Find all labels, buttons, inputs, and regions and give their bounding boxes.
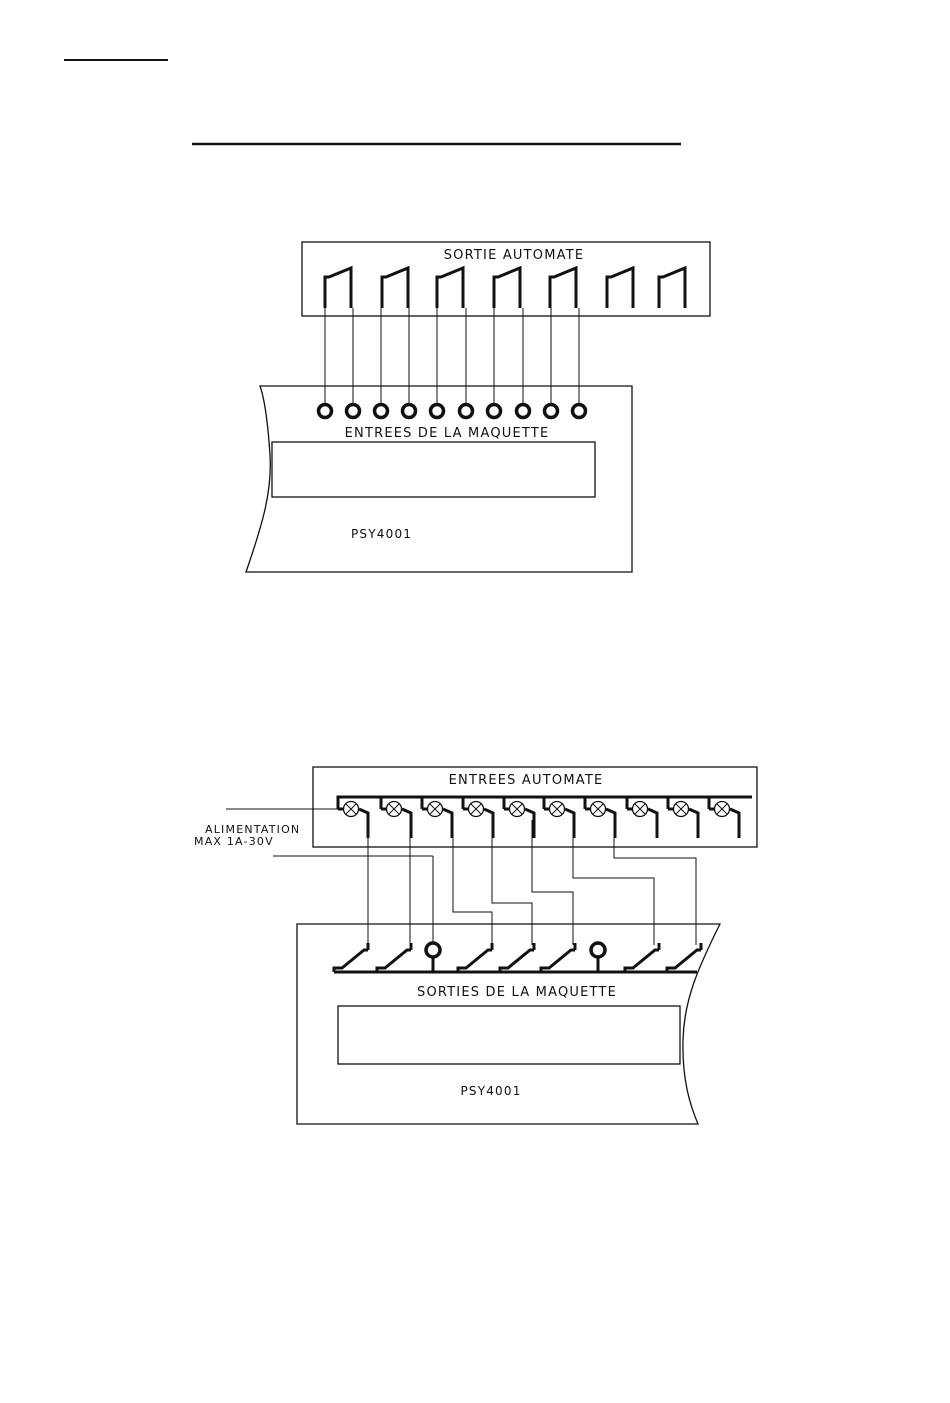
output-switch-3 [458, 950, 492, 972]
output-terminal-2 [591, 943, 605, 957]
lamp-return [443, 809, 452, 838]
power-label-line2: MAX 1A-30V [194, 835, 274, 848]
input-terminal-1 [319, 405, 332, 418]
wire-5 [492, 820, 532, 945]
model-input-terminals [319, 405, 586, 418]
output-switch-6 [625, 950, 659, 972]
lamp-return [648, 809, 657, 838]
input-terminal-7 [488, 405, 501, 418]
output-contact-3 [437, 268, 463, 308]
plc-output-label: SORTIE AUTOMATE [444, 248, 585, 263]
input-lamp-6 [544, 797, 574, 838]
output-terminal-1 [426, 943, 440, 957]
input-lamp-7 [585, 797, 615, 838]
input-lamp-2 [381, 797, 411, 838]
model-label-area-2 [338, 1006, 680, 1064]
input-terminal-9 [545, 405, 558, 418]
output-switch-1 [334, 950, 368, 972]
input-terminal-8 [517, 405, 530, 418]
lamp-return [359, 809, 368, 838]
input-lamp-1 [338, 797, 368, 838]
output-contact-6 [607, 268, 633, 308]
lamp-return [525, 809, 534, 838]
output-switch-5 [541, 950, 575, 972]
diagram-1: SORTIE AUTOMATE ENTREES DE LA MAQUETTE P… [246, 242, 710, 572]
output-switch-2 [377, 950, 411, 972]
model-label-area-1 [272, 442, 595, 497]
diagram2-wires [368, 820, 696, 945]
plc-input-label: ENTREES AUTOMATE [449, 773, 604, 788]
diagram1-wires [325, 308, 579, 405]
lamp-return [402, 809, 411, 838]
model-name-1: PSY4001 [351, 527, 412, 541]
input-terminal-6 [460, 405, 473, 418]
model-name-2: PSY4001 [460, 1084, 521, 1098]
input-terminal-2 [347, 405, 360, 418]
input-terminal-4 [403, 405, 416, 418]
model-inputs-label: ENTREES DE LA MAQUETTE [345, 426, 550, 441]
input-lamp-9 [668, 797, 698, 838]
output-contact-4 [494, 268, 520, 308]
input-lamp-8 [627, 797, 657, 838]
output-contact-1 [325, 268, 351, 308]
output-switch-7 [667, 950, 701, 972]
input-lamp-4 [463, 797, 493, 838]
input-lamp-10 [709, 797, 739, 838]
wire-8 [614, 820, 696, 945]
output-contact-7 [659, 268, 685, 308]
input-terminal-3 [375, 405, 388, 418]
input-lamp-5 [504, 797, 534, 838]
plc-input-lamps [338, 797, 752, 838]
model-output-switches [334, 943, 701, 972]
model-outputs-label: SORTIES DE LA MAQUETTE [417, 985, 617, 1000]
output-switch-4 [500, 950, 534, 972]
lamp-return [689, 809, 698, 838]
lamp-return [730, 809, 739, 838]
output-contact-2 [382, 268, 408, 308]
input-lamp-3 [422, 797, 452, 838]
input-terminal-10 [573, 405, 586, 418]
output-contact-5 [550, 268, 576, 308]
wire-4 [453, 820, 492, 945]
plc-output-contacts [325, 268, 685, 308]
input-terminal-5 [431, 405, 444, 418]
wire-6 [532, 820, 573, 945]
diagram-2: ENTREES AUTOMATE ALIMENTATION MAX 1A-30V… [194, 767, 757, 1124]
